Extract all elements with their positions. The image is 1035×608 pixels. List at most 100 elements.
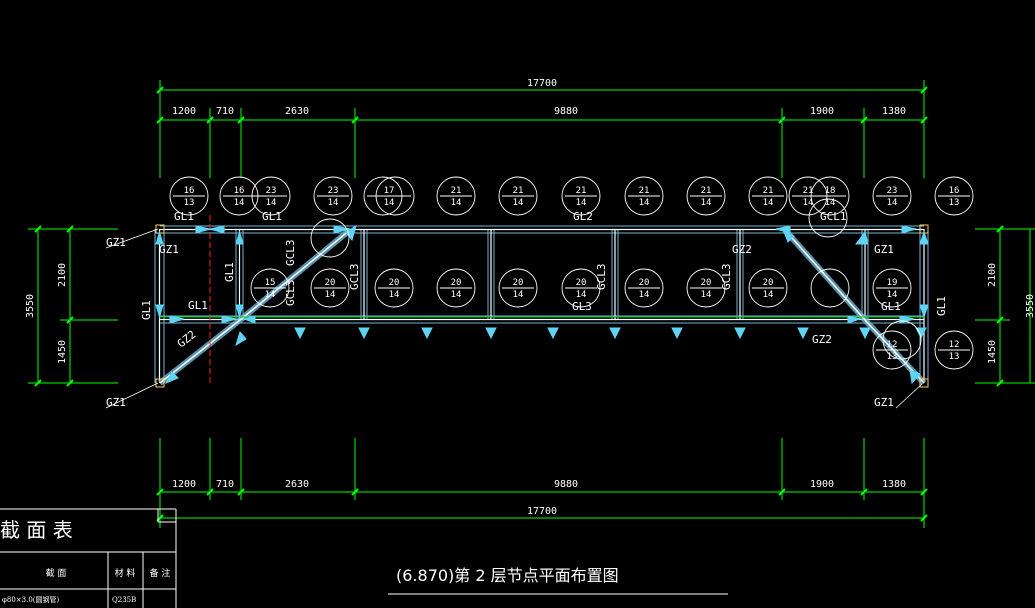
label-gl1-top-left-2: GL1	[262, 210, 282, 223]
label-gz1-bottom-left: GZ1	[106, 396, 126, 409]
svg-text:14: 14	[389, 290, 400, 300]
svg-text:14: 14	[639, 290, 650, 300]
top-seg-2630: 2630	[285, 106, 309, 117]
svg-text:20: 20	[513, 278, 524, 288]
top-segment-dimensions: 1200 710 2630 9880 1900 1380	[172, 106, 906, 117]
label-gl1-inner-column: GL1	[223, 262, 236, 282]
svg-text:13: 13	[949, 352, 960, 362]
label-gcl3-c: GCL3	[348, 264, 361, 291]
top-seg-1380: 1380	[882, 106, 906, 117]
bottom-segment-dimensions: 1200 710 2630 9880 1900 1380	[172, 479, 906, 490]
svg-text:14: 14	[513, 290, 524, 300]
svg-text:20: 20	[325, 278, 336, 288]
left-seg-1450: 1450	[57, 340, 68, 364]
svg-text:20: 20	[576, 278, 587, 288]
svg-text:13: 13	[887, 352, 898, 362]
svg-text:21: 21	[763, 186, 774, 196]
svg-text:14: 14	[576, 198, 587, 208]
svg-text:21: 21	[451, 186, 462, 196]
label-gz2-bottom-right: GZ2	[812, 333, 832, 346]
svg-text:16: 16	[234, 186, 245, 196]
label-gl1-mid-left: GL1	[188, 299, 208, 312]
svg-text:14: 14	[266, 198, 277, 208]
svg-text:14: 14	[328, 198, 339, 208]
svg-text:14: 14	[763, 198, 774, 208]
label-gl1-left-column: GL1	[140, 300, 153, 320]
bottom-seg-1900: 1900	[810, 479, 834, 490]
svg-text:23: 23	[328, 186, 339, 196]
label-gl1-top-left: GL1	[174, 210, 194, 223]
svg-text:14: 14	[701, 290, 712, 300]
structural-members	[154, 215, 929, 386]
svg-text:21: 21	[576, 186, 587, 196]
label-gl3-mid: GL3	[572, 300, 592, 313]
svg-text:14: 14	[825, 198, 836, 208]
bottom-seg-710: 710	[216, 479, 234, 490]
top-dimension-chain	[156, 80, 928, 178]
svg-text:14: 14	[803, 198, 814, 208]
label-gz1-top-left: GZ1	[106, 236, 126, 249]
left-seg-2100: 2100	[57, 263, 68, 287]
bottom-dimension-chain	[156, 438, 928, 528]
svg-text:20: 20	[701, 278, 712, 288]
label-gcl3-b: GCL3	[284, 280, 297, 307]
section-table-row1-section: φ80×3.0(圆钢管)	[2, 595, 60, 604]
svg-text:20: 20	[389, 278, 400, 288]
svg-text:17: 17	[384, 186, 395, 196]
label-gz1-bottom-right: GZ1	[874, 396, 894, 409]
bottom-seg-9880: 9880	[554, 479, 578, 490]
svg-text:12: 12	[949, 340, 960, 350]
top-overall-dimension: 17700	[527, 78, 557, 89]
label-gl1-mid-right: GL1	[881, 300, 901, 313]
svg-text:14: 14	[887, 198, 898, 208]
svg-text:15: 15	[265, 278, 276, 288]
right-overall-dimension: 3550	[1025, 294, 1035, 318]
label-gcl3-e: GCL3	[720, 264, 733, 291]
label-gl1-right-column: GL1	[935, 296, 948, 316]
drawing-title: (6.870)第 2 层节点平面布置图	[396, 566, 619, 585]
svg-text:21: 21	[639, 186, 650, 196]
section-table	[0, 508, 177, 608]
svg-text:14: 14	[451, 198, 462, 208]
section-table-heading: 截 面 表	[0, 518, 73, 542]
svg-text:20: 20	[451, 278, 462, 288]
top-seg-1200: 1200	[172, 106, 196, 117]
top-seg-9880: 9880	[554, 106, 578, 117]
label-gcl1-top-right: GCL1	[820, 210, 847, 223]
top-seg-710: 710	[216, 106, 234, 117]
node-markers	[155, 224, 929, 388]
label-gz1-top-right: GZ1	[874, 243, 894, 256]
bottom-overall-dimension: 17700	[527, 506, 557, 517]
svg-text:12: 12	[887, 340, 898, 350]
top-seg-1900: 1900	[810, 106, 834, 117]
svg-text:14: 14	[513, 198, 524, 208]
label-gcl3-d: GCL3	[595, 264, 608, 291]
svg-text:14: 14	[451, 290, 462, 300]
svg-text:13: 13	[949, 198, 960, 208]
svg-text:14: 14	[576, 290, 587, 300]
left-dimension-chain	[28, 225, 118, 387]
svg-text:14: 14	[265, 290, 276, 300]
svg-text:21: 21	[803, 186, 814, 196]
label-gcl3-a: GCL3	[284, 240, 297, 267]
